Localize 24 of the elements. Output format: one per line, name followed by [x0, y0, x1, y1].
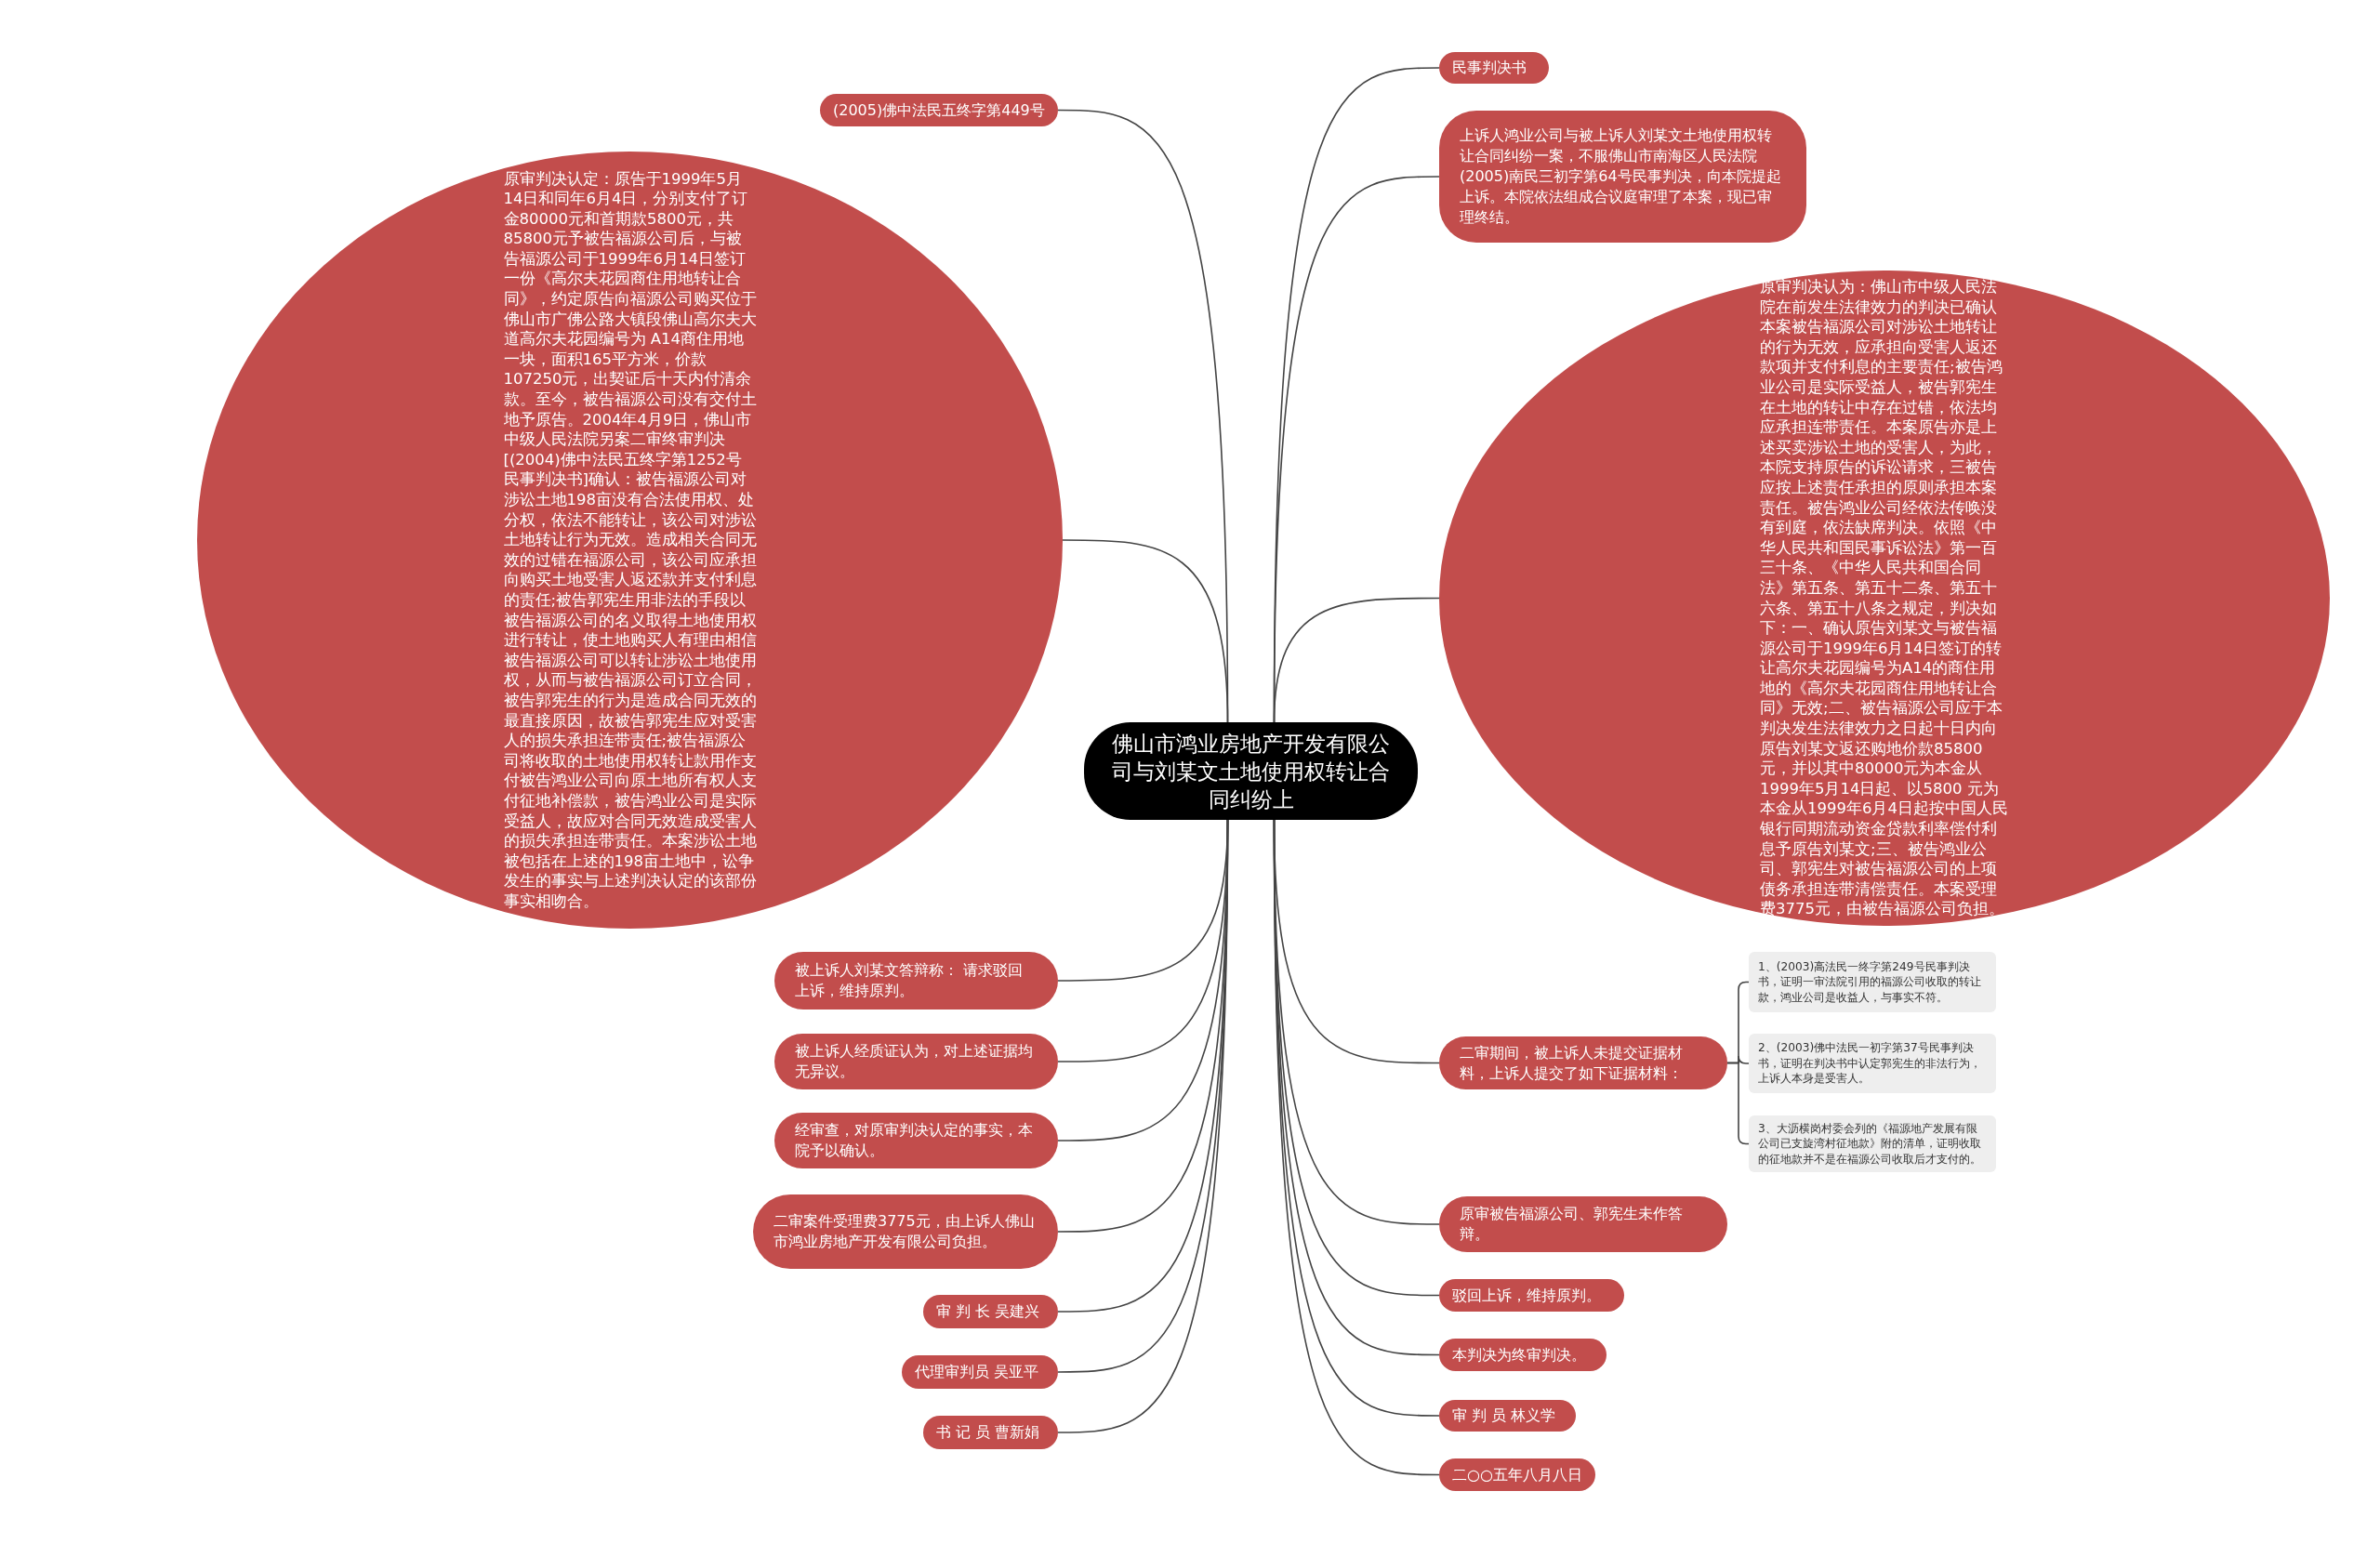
topic-box: 审 判 长 吴建兴 — [923, 1295, 1058, 1328]
topic-box: (2005)佛中法民五终字第449号 — [820, 94, 1058, 126]
evidence-box: 2、(2003)佛中法民一初字第37号民事判决书，证明在判决书中认定郭宪生的非法行为，上诉人本身是受害人。 — [1749, 1034, 1996, 1093]
topic-box: 经审查，对原审判决认定的事实，本院予以确认。 — [774, 1113, 1058, 1168]
evidence-box: 1、(2003)高法民一终字第249号民事判决书，证明一审法院引用的福源公司收取的转让款，鸿业公司是收益人，与事实不符。 — [1749, 952, 1996, 1012]
topic-box: 代理审判员 吴亚平 — [902, 1355, 1058, 1389]
topic-box: 本判决为终审判决。 — [1439, 1339, 1606, 1371]
evidence-box: 3、大沥横岗村委会列的《福源地产发展有限公司已支旋湾村征地款》附的清单，证明收取的征地款并不是在福源公司收取后才支付的。 — [1749, 1115, 1996, 1172]
topic-box: 被上诉人刘某文答辩称： 请求驳回上诉，维持原判。 — [774, 952, 1058, 1010]
topic-box: 审 判 员 林义学 — [1439, 1400, 1576, 1432]
topic-box: 书 记 员 曹新娟 — [923, 1416, 1058, 1449]
connector-line — [1273, 597, 1440, 723]
topic-box: 二审案件受理费3775元，由上诉人佛山市鸿业房地产开发有限公司负担。 — [753, 1194, 1058, 1269]
topic-box: 原审被告福源公司、郭宪生未作答辩。 — [1439, 1196, 1727, 1252]
central-topic: 佛山市鸿业房地产开发有限公司与刘某文土地使用权转让合同纠纷上 — [1084, 722, 1418, 820]
topic-box: 二○○五年八月八日 — [1439, 1458, 1595, 1491]
topic-box: 二审期间，被上诉人未提交证据材料，上诉人提交了如下证据材料： — [1439, 1036, 1727, 1089]
topic-box: 被上诉人经质证认为，对上述证据均无异议。 — [774, 1034, 1058, 1089]
topic-ellipse: 原审判决认定：原告于1999年5月14日和同年6月4日，分别支付了订金80000元和首期款5800元，共85800元予被告福源公司后，与被告福源公司于1999年6月14日签订一份《高尔夫花园商住用地转让合同》，约定原告向福源公司购买位于佛山市广佛公路大镇段佛山高尔夫大道高尔夫花园编号为 A14商住用地一块，面积165平方米，价款107250元，出契证后十天内付清余款。至今，被告福源公司没有交付土地予原告。2004年4月9日，佛山市中级人民法院另案二审终审判决[(2004)佛中法民五终字第1252号民事判决书]确认：被告福源公司对涉讼土地198亩没有合法使用权、处分权，依法不能转让，该公司对涉讼土地转让行为无效。造成相关合同无效的过错在福源公司，该公司应承担向购买土地受害人返还款并支付利息的责任;被告郭宪生用非法的手段以被告福源公司的名义取得土地使用权进行转让，使土地购买人有理由相信被告福源公司可以转让涉讼土地使用权，从而与被告福源公司订立合同，被告郭宪生的行为是造成合同无效的最直接原因，故被告郭宪生应对受害人的损失承担连带责任;被告福源公司将收取的土地使用权转让款用作支付被告鸿业公司向原土地所有权人支付征地补偿款，被告鸿业公司是实际受益人，故应对合同无效造成受害人的损失承担连带责任。本案涉讼土地被包括在上述的198亩土地中，讼争发生的事实与上述判决认定的该部份事实相吻合。 — [197, 152, 1063, 929]
connector-line — [1726, 1062, 1750, 1145]
topic-box: 民事判决书 — [1439, 52, 1549, 84]
topic-box: 驳回上诉，维持原判。 — [1439, 1279, 1624, 1312]
connector-line — [1062, 539, 1229, 723]
topic-box: 上诉人鸿业公司与被上诉人刘某文土地使用权转让合同纠纷一案，不服佛山市南海区人民法院(2005)南民三初字第64号民事判决，向本院提起上诉。本院依法组成合议庭审理了本案，现已审理终结。 — [1439, 111, 1806, 243]
